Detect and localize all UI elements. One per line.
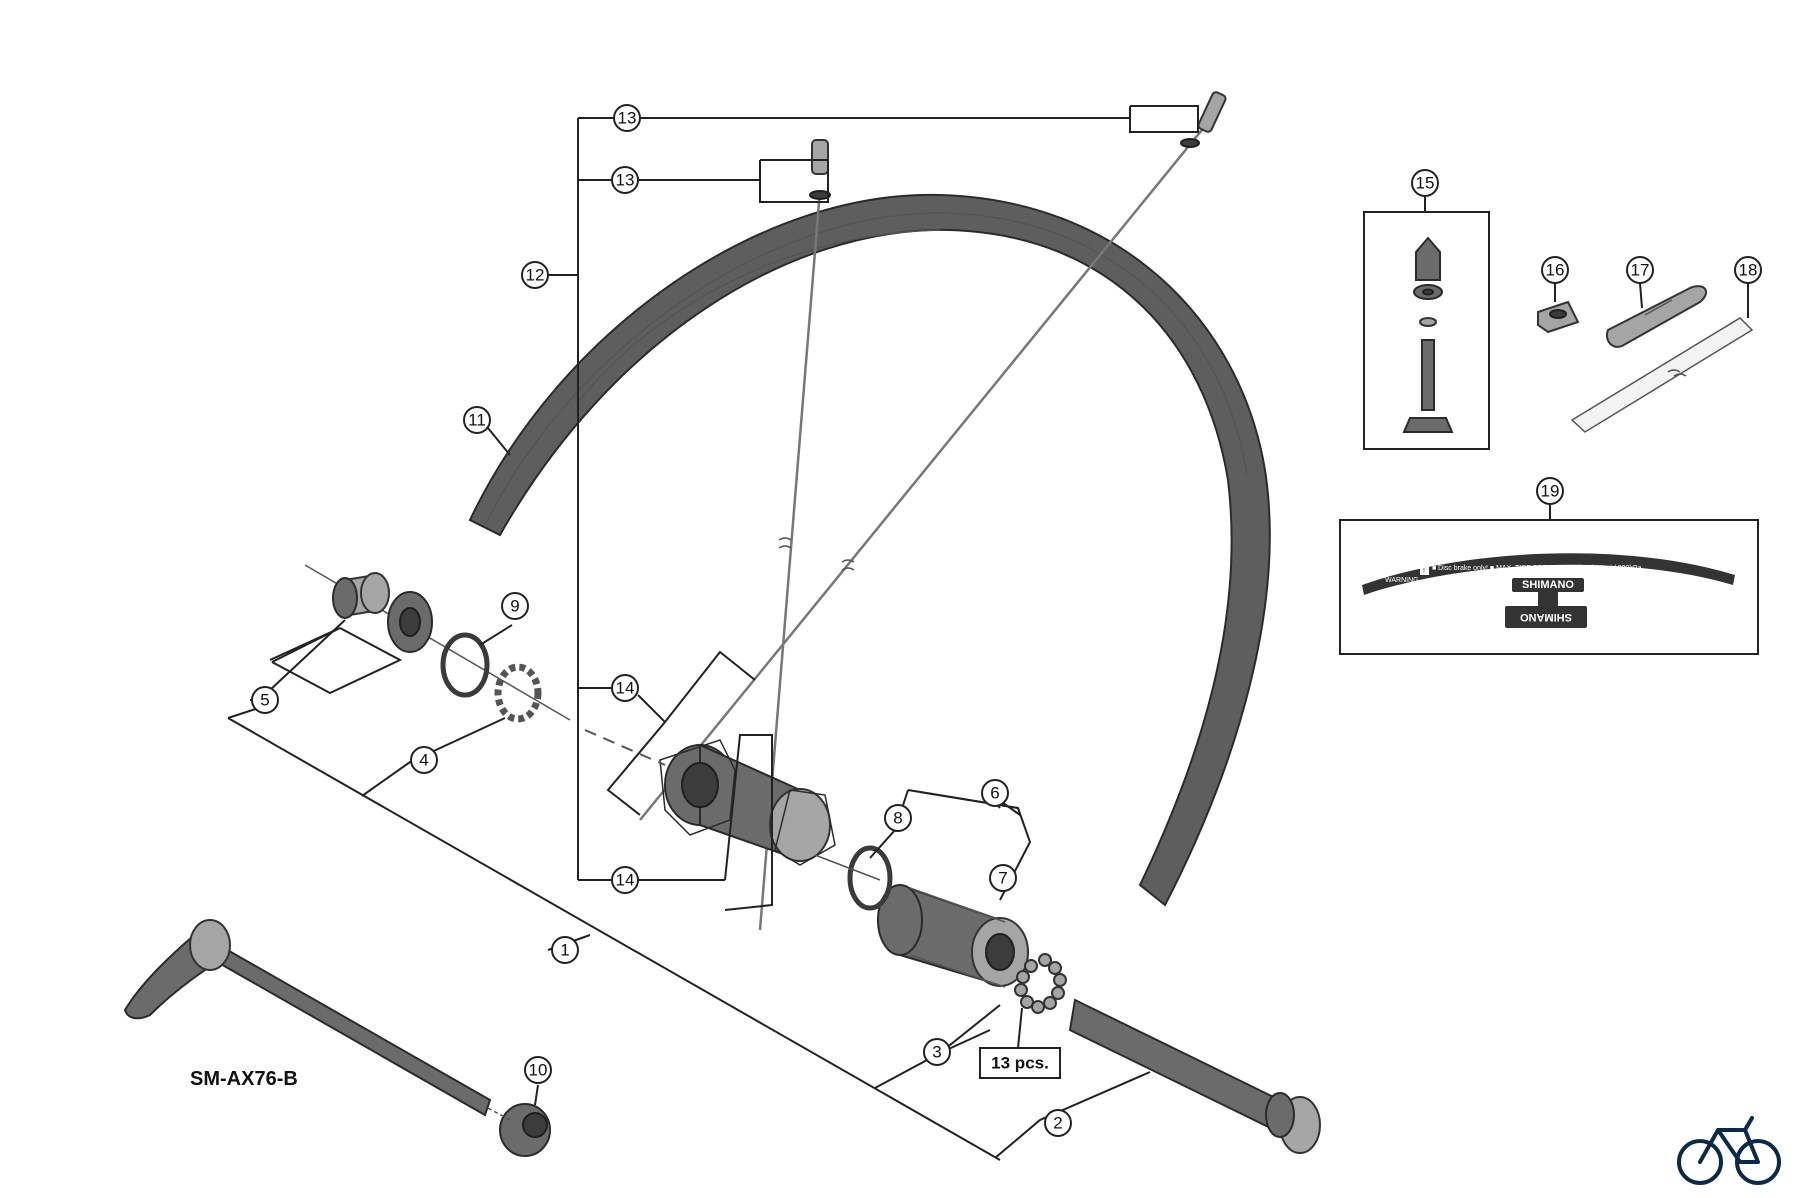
svg-text:7: 7 <box>998 869 1007 888</box>
tubeless-valve <box>1363 211 1490 450</box>
callout-15: 15 <box>1411 169 1439 197</box>
svg-text:4: 4 <box>419 751 428 770</box>
callout-3: 3 <box>923 1038 951 1066</box>
svg-text:1: 1 <box>560 941 569 960</box>
svg-text:19: 19 <box>1541 482 1560 501</box>
svg-text:13: 13 <box>618 109 637 128</box>
freehub-body <box>877 883 1029 988</box>
callout-19: 19 <box>1536 477 1564 505</box>
hub-axle <box>584 729 1321 1154</box>
callout-13-lower: 13 <box>611 166 639 194</box>
svg-text:13: 13 <box>616 171 635 190</box>
callout-10: 10 <box>524 1056 552 1084</box>
callout-14-lower: 14 <box>611 866 639 894</box>
rim-washer <box>1537 300 1580 334</box>
decal-warning-text: WARNING <box>1385 577 1419 584</box>
svg-text:6: 6 <box>990 784 999 803</box>
svg-text:13 pcs.: 13 pcs. <box>991 1054 1049 1073</box>
rim-decal: WARNING ! ■ Disc brake only! ■ MAX. TIRE… <box>1339 519 1759 655</box>
callouts: 1 2 3 4 5 6 7 8 9 10 11 12 13 13 14 14 1… <box>251 104 1762 1137</box>
callout-1: 1 <box>551 936 579 964</box>
spoke-nipple-top <box>1197 91 1227 133</box>
rim <box>468 193 1271 907</box>
model-label: SM-AX76-B <box>190 1068 298 1090</box>
decal-brand-bottom: SHIMANO <box>1520 611 1572 623</box>
bearing-balls <box>1014 953 1067 1014</box>
svg-text:5: 5 <box>260 691 269 710</box>
hub-body <box>659 739 836 866</box>
decal-brand-top: SHIMANO <box>1522 579 1574 591</box>
callout-4: 4 <box>410 746 438 774</box>
decal-notice-text: ■ Disc brake only! ■ MAX. TIRE PRESSURE:… <box>1432 565 1642 572</box>
svg-text:9: 9 <box>510 597 519 616</box>
decal-badge-text: ! <box>1423 568 1425 575</box>
svg-text:15: 15 <box>1416 174 1435 193</box>
callout-12: 12 <box>521 261 549 289</box>
svg-text:10: 10 <box>529 1061 548 1080</box>
spoke-nipple <box>811 139 829 175</box>
callout-8: 8 <box>884 804 912 832</box>
svg-text:12: 12 <box>526 266 545 285</box>
quantity-label: 13 pcs. <box>979 1047 1061 1079</box>
callout-5: 5 <box>251 686 279 714</box>
svg-text:2: 2 <box>1053 1114 1062 1133</box>
bicycle-icon <box>1677 1116 1781 1185</box>
callout-2: 2 <box>1044 1109 1072 1137</box>
svg-text:14: 14 <box>616 679 635 698</box>
svg-text:16: 16 <box>1546 261 1565 280</box>
callout-9: 9 <box>501 592 529 620</box>
decal-badge <box>1420 566 1429 575</box>
svg-text:8: 8 <box>893 809 902 828</box>
svg-text:3: 3 <box>932 1043 941 1062</box>
svg-text:17: 17 <box>1631 261 1650 280</box>
callout-14-upper: 14 <box>611 674 639 702</box>
rim-tape <box>1570 317 1754 433</box>
callout-16: 16 <box>1541 256 1569 284</box>
left-hub-parts <box>304 564 571 723</box>
rim-tool <box>1606 285 1708 348</box>
callout-17: 17 <box>1626 256 1654 284</box>
callout-18: 18 <box>1734 256 1762 284</box>
leader-lines <box>227 105 1749 1161</box>
svg-text:14: 14 <box>616 871 635 890</box>
svg-text:11: 11 <box>468 411 486 430</box>
svg-text:18: 18 <box>1739 261 1758 280</box>
callout-13-top: 13 <box>613 104 641 132</box>
callout-11: 11 <box>463 406 491 434</box>
callout-6: 6 <box>981 779 1009 807</box>
thru-axle <box>123 919 551 1157</box>
decal-logo-bottom <box>1505 606 1587 628</box>
callout-7: 7 <box>989 864 1017 892</box>
decal-logo-top <box>1512 578 1584 592</box>
right-hub-ring <box>814 845 893 911</box>
